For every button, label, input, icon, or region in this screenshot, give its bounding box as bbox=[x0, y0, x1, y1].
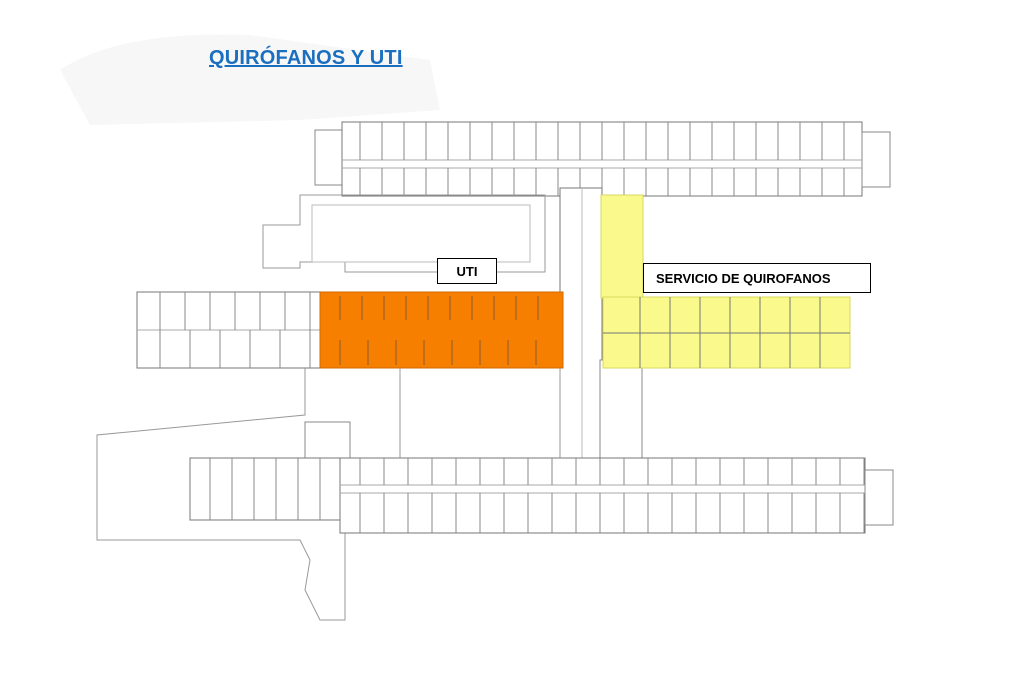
page-title: QUIRÓFANOS Y UTI bbox=[209, 47, 403, 69]
uti-label: UTI bbox=[437, 258, 497, 284]
outline-area bbox=[262, 194, 546, 273]
top-wing bbox=[314, 121, 891, 197]
bottom-wing bbox=[189, 457, 894, 534]
middle-left-wing bbox=[136, 291, 323, 369]
background-shadow bbox=[60, 34, 440, 125]
quirofanos-label: SERVICIO DE QUIROFANOS bbox=[643, 263, 871, 293]
outline-lower bbox=[96, 368, 346, 621]
central-corridor bbox=[559, 187, 643, 474]
outline-area-inner bbox=[311, 204, 531, 263]
uti-area bbox=[319, 291, 564, 369]
quirofanos-area bbox=[600, 194, 851, 369]
